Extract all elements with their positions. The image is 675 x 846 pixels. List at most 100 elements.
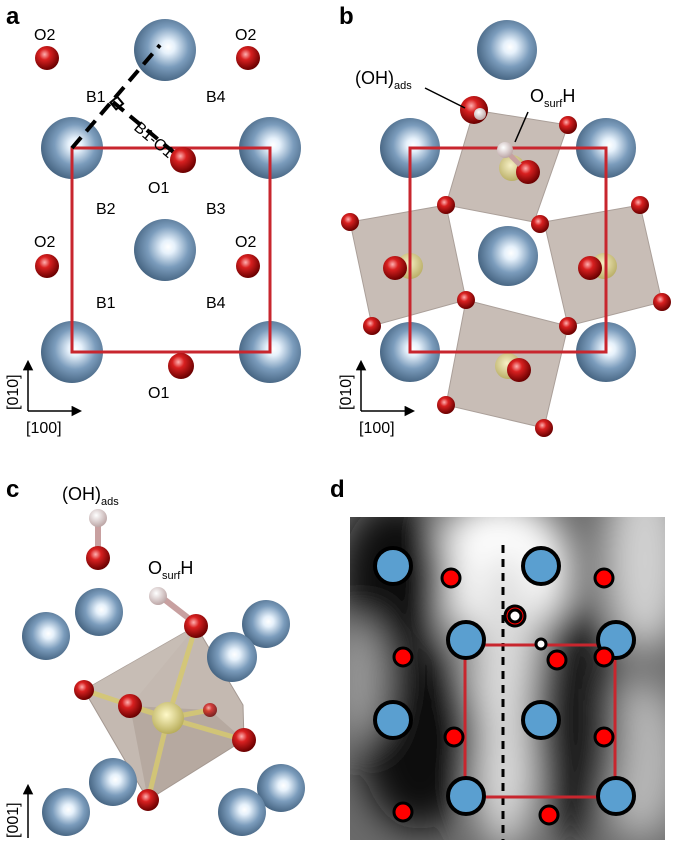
oxygen-marker [546, 649, 568, 671]
panel-c: c [5, 476, 305, 838]
oxygen-marker [593, 646, 615, 668]
oh-ads-label: (OH)ads [62, 484, 119, 508]
cation-marker [521, 700, 561, 740]
hydrogen-marker [534, 637, 548, 651]
cation-atom [478, 226, 538, 286]
oxygen-marker [440, 567, 462, 589]
oxygen-marker [538, 804, 560, 826]
site-label: B4 [206, 89, 226, 106]
site-label: O2 [235, 27, 256, 44]
axis-y-label: [010] [338, 374, 355, 410]
cations-c [22, 588, 305, 836]
panel-d: d [330, 476, 665, 840]
cation-atom [22, 612, 70, 660]
panel-c-label: c [6, 476, 19, 503]
cation-atom [89, 758, 137, 806]
cation-atom [134, 219, 196, 281]
oxygen-atom [35, 254, 59, 278]
cation-atom [242, 600, 290, 648]
oxygen-atom [74, 680, 94, 700]
bond [165, 625, 199, 719]
cation-marker [446, 620, 486, 660]
hydrogen-marker [507, 608, 523, 624]
oxygen-atom [535, 419, 553, 437]
oh-ads-leader [424, 87, 466, 109]
cation-atom [257, 764, 305, 812]
panel-d-label: d [330, 476, 345, 503]
site-label: O2 [34, 27, 55, 44]
cation-marker [596, 776, 636, 816]
oxygen-atom [383, 256, 407, 280]
cation-atom [218, 788, 266, 836]
site-label: B4 [206, 295, 226, 312]
oxygen-marker [593, 567, 615, 589]
hydrogen-atom [149, 587, 167, 605]
oxygen-atom [653, 293, 671, 311]
site-label: O2 [34, 234, 55, 251]
oxygen-atom [35, 46, 59, 70]
cation-marker [373, 546, 413, 586]
site-label: O1 [148, 385, 169, 402]
axis-y-label: [001] [5, 802, 22, 838]
oxygen-atom [516, 160, 540, 184]
oxygen-marker [443, 726, 465, 748]
oxygen-atom [531, 215, 549, 233]
cation-marker [446, 776, 486, 816]
oxygen-atom [457, 291, 475, 309]
cation-atom [42, 788, 90, 836]
site-label: B1-O1 [130, 119, 176, 162]
oxygens-b [341, 96, 671, 437]
oxygen-atom [168, 353, 194, 379]
oxygen-markers-d [392, 567, 615, 826]
hydrogen-atom [474, 108, 486, 120]
osurf-h-leader [514, 111, 529, 143]
panel-a-label: a [6, 3, 20, 30]
cations-a [41, 19, 301, 383]
cation-marker [521, 546, 561, 586]
panel-b-label: b [339, 3, 354, 30]
oxygen-atom [507, 358, 531, 382]
axis-x-label: [100] [359, 420, 395, 437]
site-label: B1 [86, 89, 106, 106]
axis-x-label: [100] [26, 420, 62, 437]
site-label: B3 [206, 201, 226, 218]
cation-atom [75, 588, 123, 636]
oxygen-atom [236, 46, 260, 70]
cation-atom [207, 632, 257, 682]
oxygens-a [35, 46, 260, 379]
octahedron-face [84, 626, 196, 706]
cation-atom [477, 20, 537, 80]
oxygen-atom [559, 116, 577, 134]
oxygen-atom [341, 213, 359, 231]
oxygen-atom [437, 396, 455, 414]
oxygen-atom [631, 196, 649, 214]
b-site-atom [152, 702, 184, 734]
site-label: O1 [148, 180, 169, 197]
oxygen-atom [437, 196, 455, 214]
oxygen-atom [86, 546, 110, 570]
hydrogen-atom [89, 509, 107, 527]
cation-marker [373, 700, 413, 740]
oxygen-marker [392, 646, 414, 668]
oxygen-atom [363, 317, 381, 335]
oxygen-atom [118, 694, 142, 718]
panel-a: a O2 O2 B1 B1-O1 B4 O1 [5, 3, 301, 437]
oxygen-marker [392, 801, 414, 823]
oxygen-atom [137, 789, 159, 811]
osurf-h-label: OsurfH [530, 86, 575, 110]
oxygen-atom [170, 147, 196, 173]
oxygen-atom [232, 728, 256, 752]
osurf-h-label: OsurfH [148, 558, 193, 582]
site-label: B2 [96, 201, 116, 218]
oxygen-atom [203, 703, 217, 717]
oxygen-atom [578, 256, 602, 280]
oxygen-marker [593, 726, 615, 748]
site-label: O2 [235, 234, 256, 251]
oh-ads-label: (OH)ads [355, 68, 412, 92]
hydrogen-atom [497, 142, 513, 158]
cation-atom [134, 19, 196, 81]
oxygen-atom [184, 614, 208, 638]
site-label: B1 [96, 295, 116, 312]
cations-b [380, 20, 636, 382]
b1-o1-dashed-line [111, 100, 185, 162]
